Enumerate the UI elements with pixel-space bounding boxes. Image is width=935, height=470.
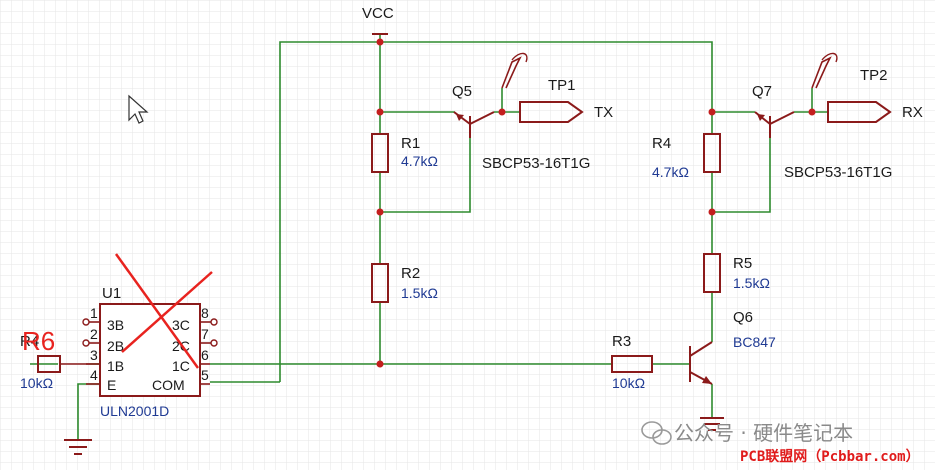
resistor-r2[interactable]: R2 1.5kΩ xyxy=(371,263,438,303)
u1-ref: U1 xyxy=(102,285,121,302)
r5-value: 1.5kΩ xyxy=(733,275,770,291)
q5-ref: Q5 xyxy=(452,83,472,100)
net-port-rx[interactable]: RX xyxy=(827,101,923,123)
r4-value: 4.7kΩ xyxy=(652,164,689,180)
transistor-q6[interactable] xyxy=(689,341,713,385)
resistor-input[interactable]: R4 10kΩ xyxy=(20,333,90,391)
tx-label: TX xyxy=(594,104,613,121)
ground-symbol-u1 xyxy=(64,439,92,455)
r3-value: 10kΩ xyxy=(612,375,645,391)
u1-pin-8-num: 8 xyxy=(201,305,209,321)
watermark-site: PCB联盟网（Pcbbar.com） xyxy=(740,449,920,465)
vcc-symbol[interactable]: VCC xyxy=(362,5,394,35)
vcc-label: VCC xyxy=(362,5,394,22)
net-port-tx[interactable]: TX xyxy=(519,101,613,123)
u1-pin-4-num: 4 xyxy=(90,367,98,383)
q7-ref: Q7 xyxy=(752,83,772,100)
u1-part: ULN2001D xyxy=(100,403,169,419)
input-resistor-value: 10kΩ xyxy=(20,375,53,391)
u1-pin-4-name: E xyxy=(107,377,116,393)
q6-ref: Q6 xyxy=(733,309,753,326)
u1-pin-3-name: 1B xyxy=(107,358,124,374)
ic-u1[interactable]: U1 ULN2001D 1 3B 2 2B 3 1B 4 E 8 3C 7 2C… xyxy=(82,285,218,419)
resistor-r4[interactable]: R4 4.7kΩ xyxy=(652,133,721,180)
u1-pin-1-name: 3B xyxy=(107,317,124,333)
u1-pin-5-name: COM xyxy=(152,377,185,393)
watermark: 公众号 · 硬件笔记本 PCB联盟网（Pcbbar.com） xyxy=(641,421,920,465)
transistor-q7[interactable] xyxy=(754,111,795,138)
u1-pin-7-num: 7 xyxy=(201,326,209,342)
ground-symbol-q6 xyxy=(700,417,724,431)
junctions xyxy=(376,38,816,368)
r2-ref: R2 xyxy=(401,265,420,282)
u1-pin-6-num: 6 xyxy=(201,347,209,363)
q6-part: BC847 xyxy=(733,334,776,350)
u1-pin-2-num: 2 xyxy=(90,326,98,342)
u1-pin-5-num: 5 xyxy=(201,367,209,383)
u1-pin-2-name: 2B xyxy=(107,338,124,354)
r5-ref: R5 xyxy=(733,255,752,272)
resistor-r3[interactable]: R3 10kΩ xyxy=(611,333,653,391)
r3-ref: R3 xyxy=(612,333,631,350)
mouse-cursor-icon xyxy=(128,94,149,124)
r1-value: 4.7kΩ xyxy=(401,153,438,169)
rx-label: RX xyxy=(902,104,923,121)
q5-part: SBCP53-16T1G xyxy=(482,155,590,172)
resistor-r5[interactable]: R5 1.5kΩ xyxy=(703,253,770,293)
resistor-r1[interactable]: R1 4.7kΩ xyxy=(371,133,438,173)
wechat-icon xyxy=(641,421,672,445)
r4-ref: R4 xyxy=(652,135,671,152)
annotation-label: R6 xyxy=(22,326,55,356)
u1-pin-8-name: 3C xyxy=(172,317,190,333)
input-resistor-ref: R4 xyxy=(20,333,39,350)
u1-pin-3-num: 3 xyxy=(90,347,98,363)
q7-part: SBCP53-16T1G xyxy=(784,164,892,181)
r2-value: 1.5kΩ xyxy=(401,285,438,301)
r1-ref: R1 xyxy=(401,135,420,152)
tp2-ref: TP2 xyxy=(860,67,888,84)
strike-through-mark xyxy=(114,253,213,369)
testpoint-tp1[interactable]: TP1 xyxy=(501,52,576,94)
tp1-ref: TP1 xyxy=(548,77,576,94)
testpoint-tp2[interactable]: TP2 xyxy=(811,52,888,89)
transistor-q5[interactable] xyxy=(453,111,495,138)
u1-pin-1-num: 1 xyxy=(90,305,98,321)
u1-pin-6-name: 1C xyxy=(172,358,190,374)
wires xyxy=(30,34,828,440)
watermark-channel: 公众号 · 硬件笔记本 xyxy=(674,421,853,445)
